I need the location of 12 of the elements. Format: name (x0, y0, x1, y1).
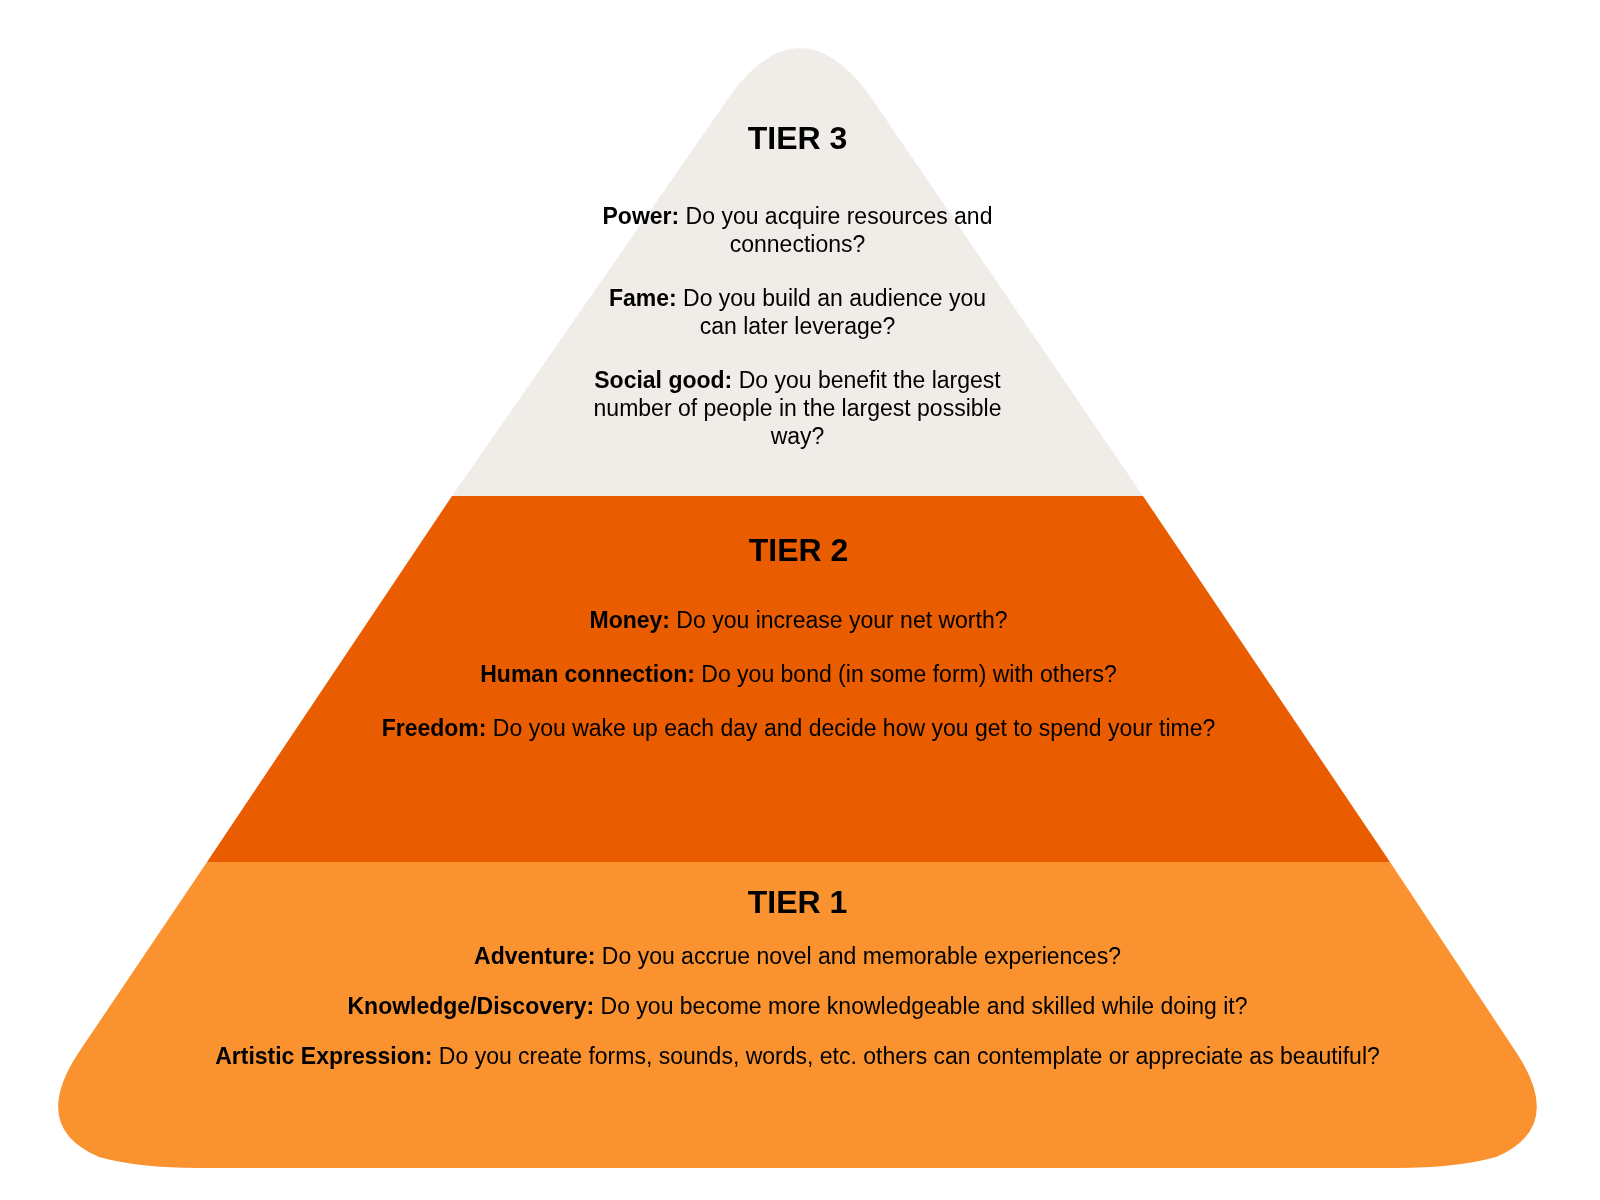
tier-question: Freedom: Do you wake up each day and decide how you get to spend your time? (381, 714, 1216, 742)
tier-question: Social good: Do you benefit the largest number of people in the largest possible way? (592, 366, 1003, 450)
tier-heading: TIER 1 (747, 883, 848, 922)
tier-heading: TIER 3 (747, 119, 848, 158)
tier-question: Human connection: Do you bond (in some form) with others? (480, 660, 1117, 688)
tier-question: Fame: Do you build an audience you can later leverage? (607, 284, 988, 340)
tier-question: Adventure: Do you accrue novel and memorable experiences? (474, 942, 1121, 970)
tier-question: Artistic Expression: Do you create forms, sounds, words, etc. others can contemplate or appreciate as beautiful? (215, 1042, 1380, 1070)
tier-question: Money: Do you increase your net worth? (589, 606, 1008, 634)
tier-question: Knowledge/Discovery: Do you become more knowledgeable and skilled while doing it? (347, 992, 1248, 1020)
tier-question: Power: Do you acquire resources and connections? (601, 202, 994, 258)
tier-heading: TIER 2 (748, 531, 849, 570)
